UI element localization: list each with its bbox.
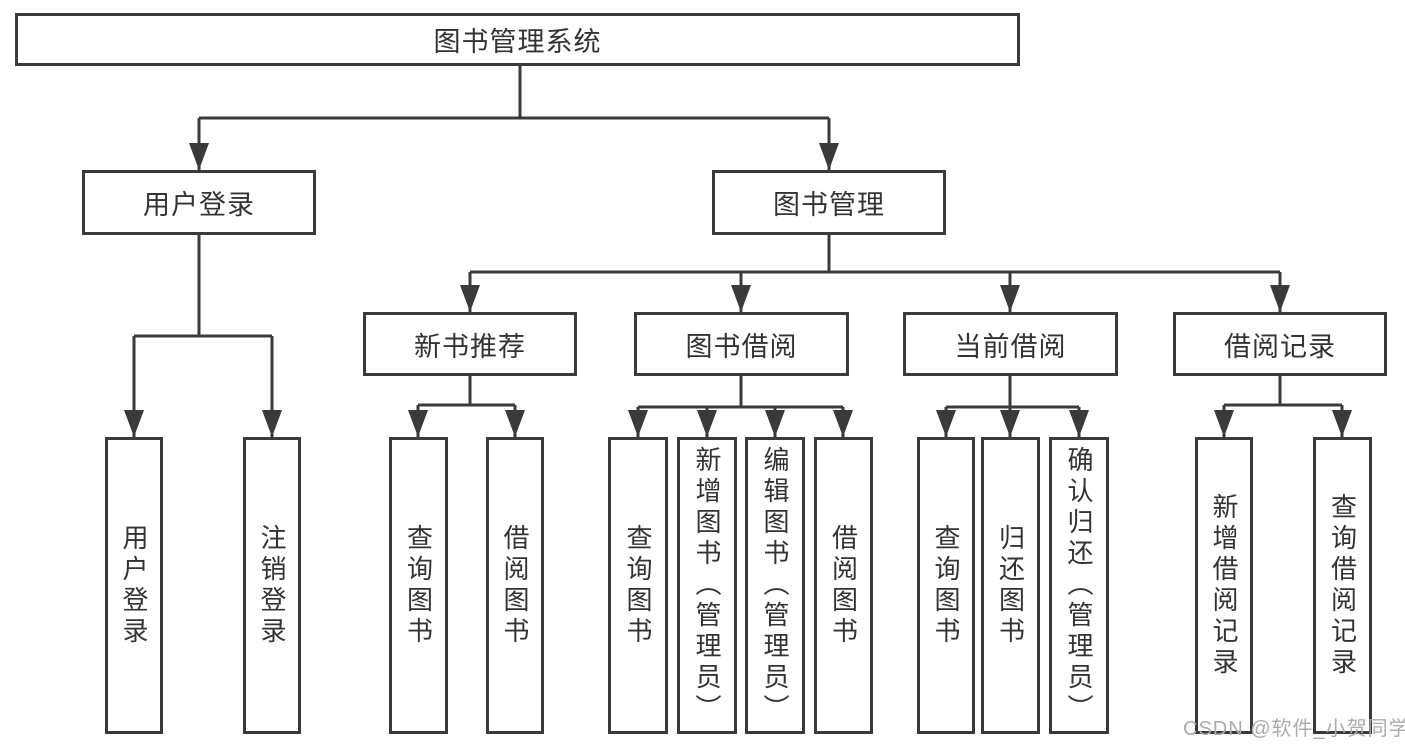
root-node-label: 图书管理系统 bbox=[433, 27, 602, 57]
leaf-return-books-label: 归还图书 bbox=[995, 523, 1026, 648]
root-node-library-management-system: 图书管理系统 bbox=[15, 13, 1020, 66]
node-book-management-label: 图书管理 bbox=[773, 190, 885, 220]
leaf-user-login-label: 用户登录 bbox=[119, 523, 149, 648]
leaf-edit-books-admin: 编辑图书（管理员） bbox=[745, 437, 805, 734]
leaf-add-books-admin-label: 新增图书（管理员） bbox=[692, 446, 722, 725]
leaf-recommend-query-books-label: 查询图书 bbox=[403, 523, 434, 648]
leaf-user-login: 用户登录 bbox=[105, 437, 163, 734]
leaf-add-borrow-record-label: 新增借阅记录 bbox=[1209, 492, 1239, 679]
node-new-book-recommend: 新书推荐 bbox=[363, 312, 577, 376]
leaf-edit-books-admin-label: 编辑图书（管理员） bbox=[760, 446, 790, 725]
connector-user-login-to-leaves bbox=[124, 235, 282, 437]
leaf-add-borrow-record: 新增借阅记录 bbox=[1195, 437, 1253, 734]
leaf-borrow-books-label: 借阅图书 bbox=[828, 523, 859, 648]
leaf-query-borrow-record: 查询借阅记录 bbox=[1313, 437, 1372, 734]
node-current-borrow-label: 当前借阅 bbox=[954, 331, 1067, 362]
csdn-watermark: CSDN @软件_小贺同学 bbox=[1183, 718, 1405, 740]
leaf-current-query-books: 查询图书 bbox=[917, 437, 975, 734]
leaf-logout-label: 注销登录 bbox=[257, 523, 287, 648]
leaf-confirm-return-admin-label: 确认归还（管理员） bbox=[1064, 446, 1094, 725]
connector-root-to-level2 bbox=[189, 66, 839, 170]
node-user-login: 用户登录 bbox=[82, 170, 316, 235]
connector-book-borrow-to-leaves bbox=[628, 376, 853, 437]
leaf-recommend-borrow-books-label: 借阅图书 bbox=[500, 523, 530, 648]
node-borrow-records: 借阅记录 bbox=[1173, 312, 1387, 376]
leaf-return-books: 归还图书 bbox=[981, 437, 1040, 734]
node-book-borrow: 图书借阅 bbox=[634, 312, 849, 376]
leaf-recommend-borrow-books: 借阅图书 bbox=[486, 437, 544, 734]
leaf-recommend-query-books: 查询图书 bbox=[389, 437, 448, 734]
leaf-borrow-query-books: 查询图书 bbox=[608, 437, 668, 734]
node-book-management: 图书管理 bbox=[712, 170, 946, 235]
leaf-confirm-return-admin: 确认归还（管理员） bbox=[1049, 437, 1109, 734]
leaf-current-query-books-label: 查询图书 bbox=[931, 523, 961, 648]
leaf-add-books-admin: 新增图书（管理员） bbox=[677, 437, 737, 734]
leaf-logout: 注销登录 bbox=[243, 437, 301, 734]
node-borrow-records-label: 借阅记录 bbox=[1224, 331, 1336, 362]
connector-new-book-recommend-to-leaves bbox=[408, 376, 525, 437]
leaf-borrow-query-books-label: 查询图书 bbox=[623, 523, 653, 648]
connector-borrow-records-to-leaves bbox=[1214, 376, 1352, 437]
connector-book-management-to-level3 bbox=[460, 235, 1290, 312]
leaf-borrow-books: 借阅图书 bbox=[814, 437, 873, 734]
node-new-book-recommend-label: 新书推荐 bbox=[414, 331, 526, 362]
leaf-query-borrow-record-label: 查询借阅记录 bbox=[1327, 492, 1358, 679]
node-book-borrow-label: 图书借阅 bbox=[685, 331, 798, 362]
connector-current-borrow-to-leaves bbox=[936, 376, 1089, 437]
node-user-login-label: 用户登录 bbox=[143, 190, 255, 220]
node-current-borrow: 当前借阅 bbox=[903, 312, 1118, 376]
